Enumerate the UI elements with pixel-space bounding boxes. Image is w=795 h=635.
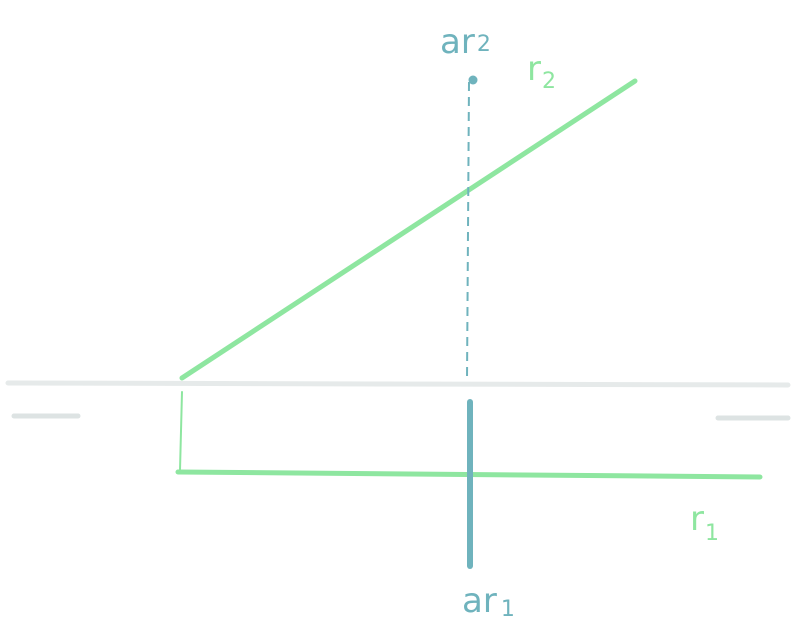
label-ar2: ar2 [440,22,491,62]
point-ar2 [468,75,478,85]
ground-line [5,380,791,388]
connector-line [179,391,183,471]
dashed-projection [466,81,470,381]
line-r2 [179,78,638,381]
label-r1: r1 [690,499,719,546]
label-r2: r2 [527,49,556,94]
